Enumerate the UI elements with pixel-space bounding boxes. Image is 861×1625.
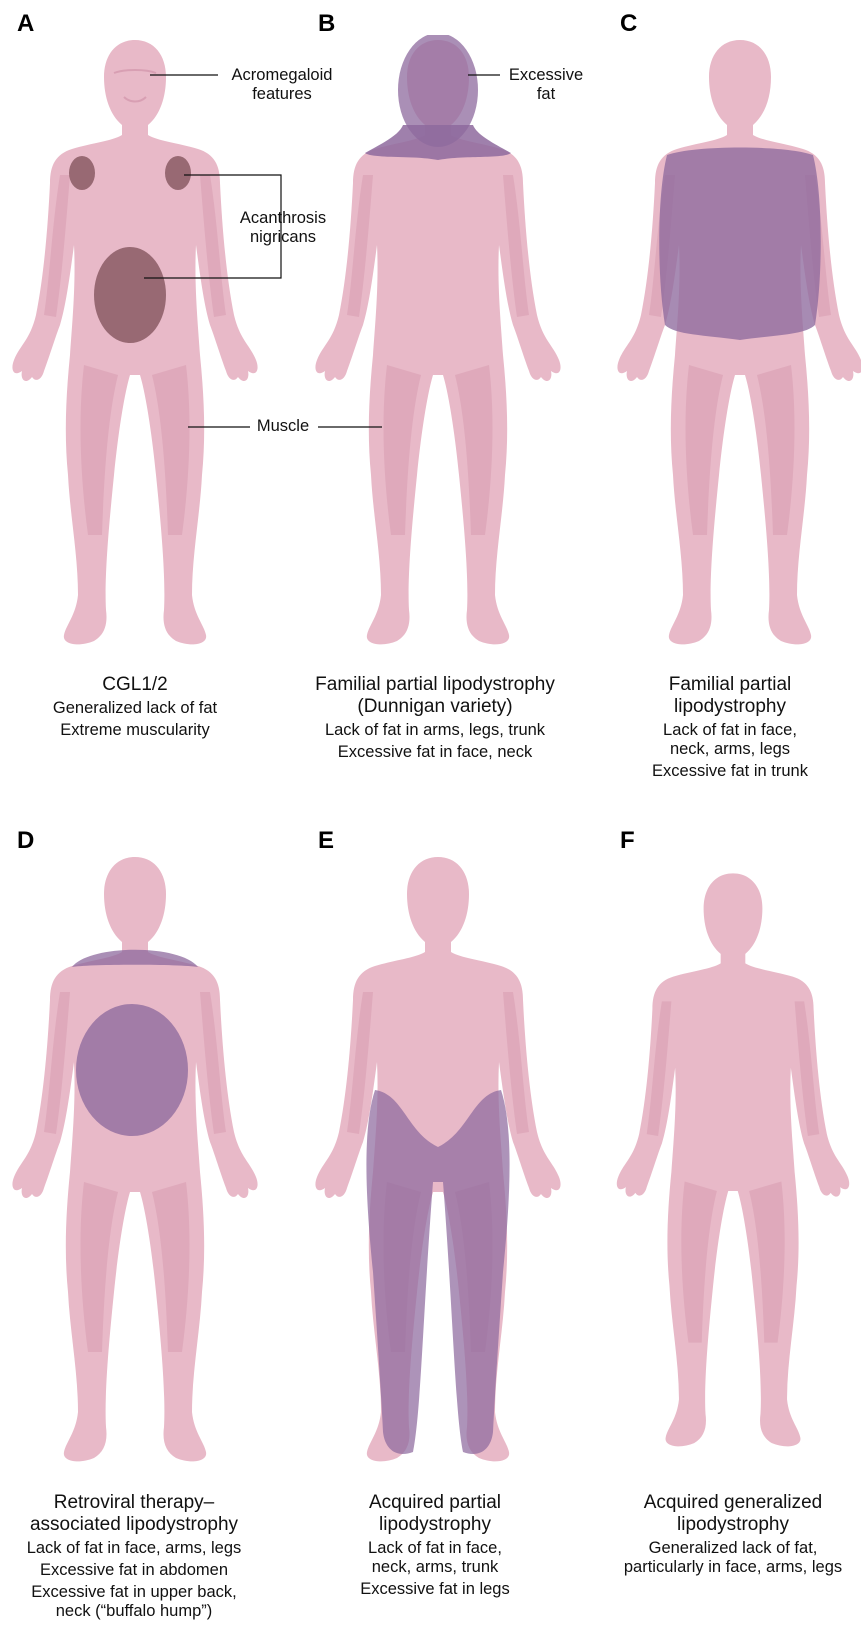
caption-d-line-3: Excessive fat in upper back, neck (“buff… [0, 1583, 268, 1621]
callout-acanthosis: Acanthrosis nigricans [228, 209, 338, 247]
caption-b-line-2: Excessive fat in face, neck [285, 743, 585, 762]
caption-e-line-2: Excessive fat in legs [315, 1580, 555, 1599]
caption-a-line-1: Generalized lack of fat [10, 699, 260, 718]
caption-c: Familial partial lipodystrophy Lack of f… [610, 674, 850, 781]
caption-b-title: Familial partial lipodystrophy (Dunnigan… [285, 674, 585, 718]
caption-d-line-2: Excessive fat in abdomen [0, 1561, 268, 1580]
caption-d-title: Retroviral therapy– associated lipodystr… [0, 1492, 268, 1536]
caption-c-title: Familial partial lipodystrophy [610, 674, 850, 718]
caption-a-line-2: Extreme muscularity [10, 721, 260, 740]
caption-f-line-1: Generalized lack of fat, particularly in… [605, 1539, 861, 1577]
callout-muscle: Muscle [250, 417, 316, 436]
caption-e-line-1: Lack of fat in face, neck, arms, trunk [315, 1539, 555, 1577]
caption-f-title: Acquired generalized lipodystrophy [605, 1492, 861, 1536]
caption-e: Acquired partial lipodystrophy Lack of f… [315, 1492, 555, 1599]
callout-acromegaloid: Acromegaloid features [222, 66, 342, 104]
caption-d: Retroviral therapy– associated lipodystr… [0, 1492, 268, 1621]
caption-a: CGL1/2 Generalized lack of fat Extreme m… [10, 674, 260, 740]
caption-d-line-1: Lack of fat in face, arms, legs [0, 1539, 268, 1558]
caption-c-line-2: Excessive fat in trunk [610, 762, 850, 781]
caption-c-line-1: Lack of fat in face, neck, arms, legs [610, 721, 850, 759]
caption-b: Familial partial lipodystrophy (Dunnigan… [285, 674, 585, 762]
caption-e-title: Acquired partial lipodystrophy [315, 1492, 555, 1536]
callout-excessive-fat: Excessive fat [500, 66, 592, 104]
caption-a-title: CGL1/2 [10, 674, 260, 696]
caption-f: Acquired generalized lipodystrophy Gener… [605, 1492, 861, 1577]
caption-b-line-1: Lack of fat in arms, legs, trunk [285, 721, 585, 740]
